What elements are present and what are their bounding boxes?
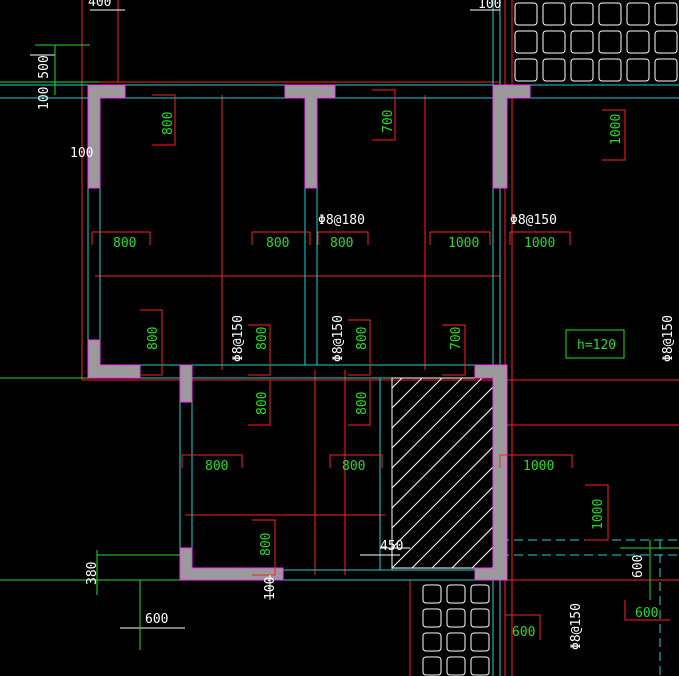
floor-tile <box>422 632 442 652</box>
column-top-right <box>492 84 531 189</box>
floor-tile <box>542 58 566 82</box>
green-guide-lines <box>0 44 679 650</box>
floor-tile <box>542 2 566 26</box>
column-mid-left2 <box>179 364 193 403</box>
floor-tile <box>470 632 490 652</box>
column-mid-left <box>87 339 141 379</box>
floor-tile <box>422 656 442 676</box>
slab-thickness-box <box>565 329 625 359</box>
rebar-brackets <box>91 89 670 640</box>
len-v800-f: 800 <box>355 392 370 415</box>
floor-tile <box>654 30 678 54</box>
floor-tile <box>446 584 466 604</box>
len-v700-a: 700 <box>381 110 396 133</box>
floor-tile <box>570 58 594 82</box>
len-600-c: 600 <box>635 606 658 621</box>
hatch-line <box>392 426 493 529</box>
column-mid-right <box>474 364 508 581</box>
dimension-lines <box>30 9 500 629</box>
dim-450: 450 <box>380 539 403 554</box>
len-v800-b: 800 <box>146 327 161 350</box>
hatch-line <box>392 378 403 389</box>
floor-tile <box>470 608 490 628</box>
dim-100-bottom: 100 <box>263 577 278 600</box>
len-h1000-b: 1000 <box>524 236 555 251</box>
len-v1000-a: 1000 <box>609 114 624 145</box>
rebar-label-150-a: Φ8@150 <box>231 315 246 362</box>
floor-tile <box>446 656 466 676</box>
slab-thickness-label: h=120 <box>577 338 616 353</box>
hatched-opening <box>391 377 494 569</box>
dim-600-right: 600 <box>631 555 646 578</box>
floor-tile <box>598 2 622 26</box>
tile-pattern-top-right <box>514 2 678 82</box>
floor-tile <box>626 2 650 26</box>
hatch-line <box>392 406 493 509</box>
hatch-line <box>392 466 493 568</box>
column-top-left <box>87 84 126 189</box>
dim-600-left: 600 <box>145 612 168 627</box>
len-v800-a: 800 <box>161 112 176 135</box>
dim-100-top: 100 <box>478 0 501 12</box>
dim-100-left: 100 <box>70 146 93 161</box>
rebar-label-150-top: Φ8@150 <box>510 213 557 228</box>
floor-tile <box>446 608 466 628</box>
dim-400: 400 <box>88 0 111 10</box>
floor-tile <box>470 656 490 676</box>
len-v1000-b: 1000 <box>591 499 606 530</box>
dim-380-left: 380 <box>85 562 100 585</box>
rebar-label-180: Φ8@180 <box>318 213 365 228</box>
hatch-line <box>392 378 463 449</box>
floor-tile <box>422 608 442 628</box>
floor-tile <box>626 58 650 82</box>
dim-100-500-left: 100 500 <box>37 55 52 110</box>
floor-tile <box>598 30 622 54</box>
floor-tile <box>654 58 678 82</box>
len-h800-b: 800 <box>266 236 289 251</box>
len-h1000-c: 1000 <box>523 459 554 474</box>
len-h1000-a: 1000 <box>448 236 479 251</box>
len-v800-g: 800 <box>259 533 274 556</box>
hatch-line <box>392 378 483 469</box>
hatch-line <box>431 506 493 568</box>
floor-tile <box>514 2 538 26</box>
column-top-mid <box>284 84 336 189</box>
len-v700-b: 700 <box>449 327 464 350</box>
structural-columns <box>87 84 531 581</box>
len-v800-c: 800 <box>255 327 270 350</box>
floor-tile <box>470 584 490 604</box>
floor-tile <box>514 58 538 82</box>
floor-tile <box>626 30 650 54</box>
len-h800-a: 800 <box>113 236 136 251</box>
len-600-d: 600 <box>512 625 535 640</box>
rebar-label-150-bottom: Φ8@150 <box>569 603 584 650</box>
len-h800-c: 800 <box>330 236 353 251</box>
hatch-line <box>392 386 493 489</box>
hatch-line <box>392 446 493 549</box>
hatch-line <box>451 526 493 568</box>
len-h800-d: 800 <box>205 459 228 474</box>
floor-tile <box>654 2 678 26</box>
floor-tile <box>446 632 466 652</box>
rebar-label-150-right: Φ8@150 <box>661 315 676 362</box>
len-h800-e: 800 <box>342 459 365 474</box>
hatch-line <box>392 378 443 429</box>
floor-tile <box>598 58 622 82</box>
hatch-line <box>411 486 493 568</box>
tile-pattern-bottom <box>422 584 490 676</box>
text-labels: 400 100 100 500 100 380 600 Φ8@180 Φ8@15… <box>37 0 676 650</box>
floor-tile <box>542 30 566 54</box>
floor-tile <box>514 30 538 54</box>
floor-tile <box>422 584 442 604</box>
floor-tile <box>570 2 594 26</box>
floor-tile <box>570 30 594 54</box>
len-v800-e: 800 <box>255 392 270 415</box>
len-v800-d: 800 <box>355 327 370 350</box>
rebar-label-150-b: Φ8@150 <box>331 315 346 362</box>
